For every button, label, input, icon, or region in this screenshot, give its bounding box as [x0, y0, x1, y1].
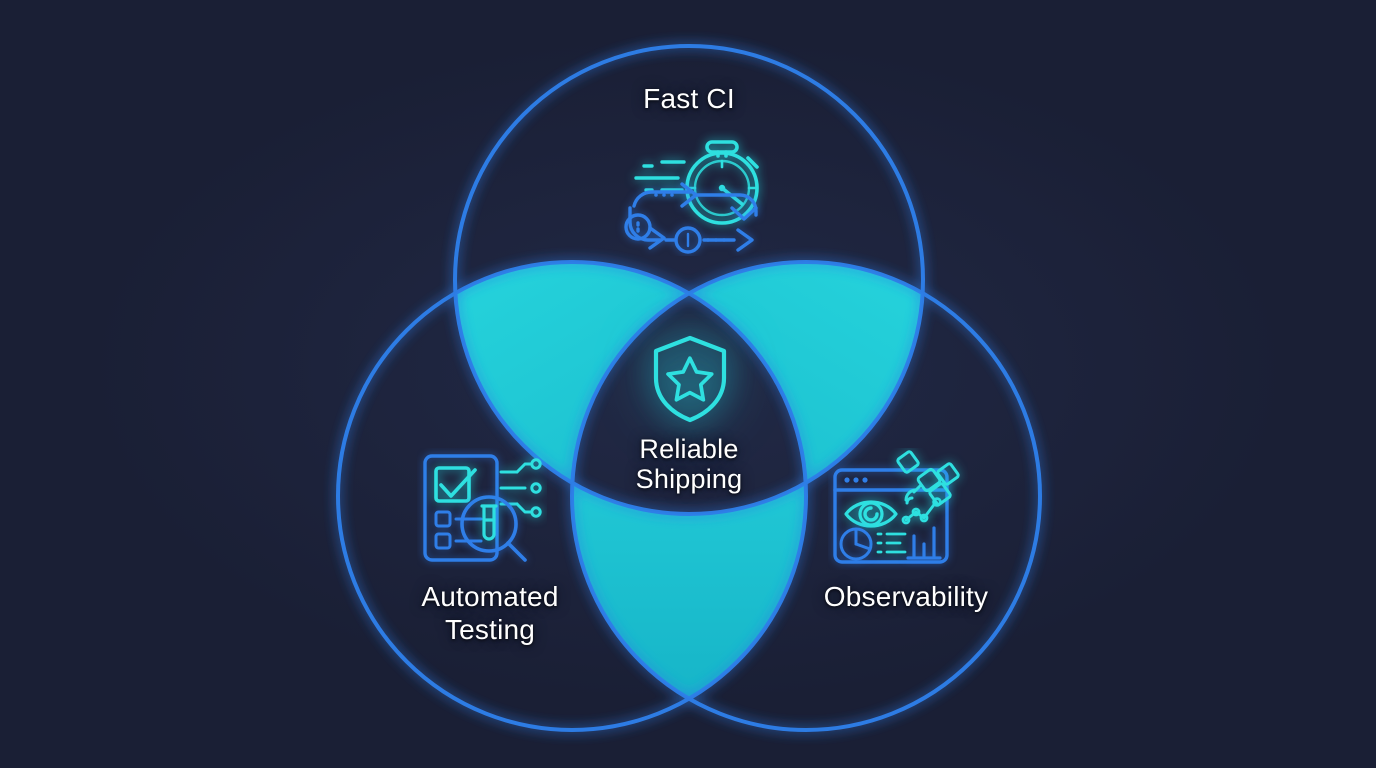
- dashboard-eye-satellite-icon: [828, 448, 968, 570]
- center-label-reliable-shipping: Reliable Shipping: [635, 434, 743, 495]
- circle-automated-testing[interactable]: [336, 260, 808, 732]
- set-label-automated-testing: Automated Testing: [421, 581, 559, 646]
- set-label-fast-ci: Fast CI: [643, 83, 735, 114]
- circle-observability[interactable]: [570, 260, 1042, 732]
- shield-star-icon: [645, 333, 735, 425]
- stopwatch-pipeline-icon: [612, 126, 768, 256]
- checklist-magnifier-testtube-icon: [417, 448, 547, 570]
- circle-fast-ci[interactable]: [453, 44, 925, 516]
- set-label-observability: Observability: [823, 581, 989, 612]
- overlap-left-right: [572, 262, 806, 730]
